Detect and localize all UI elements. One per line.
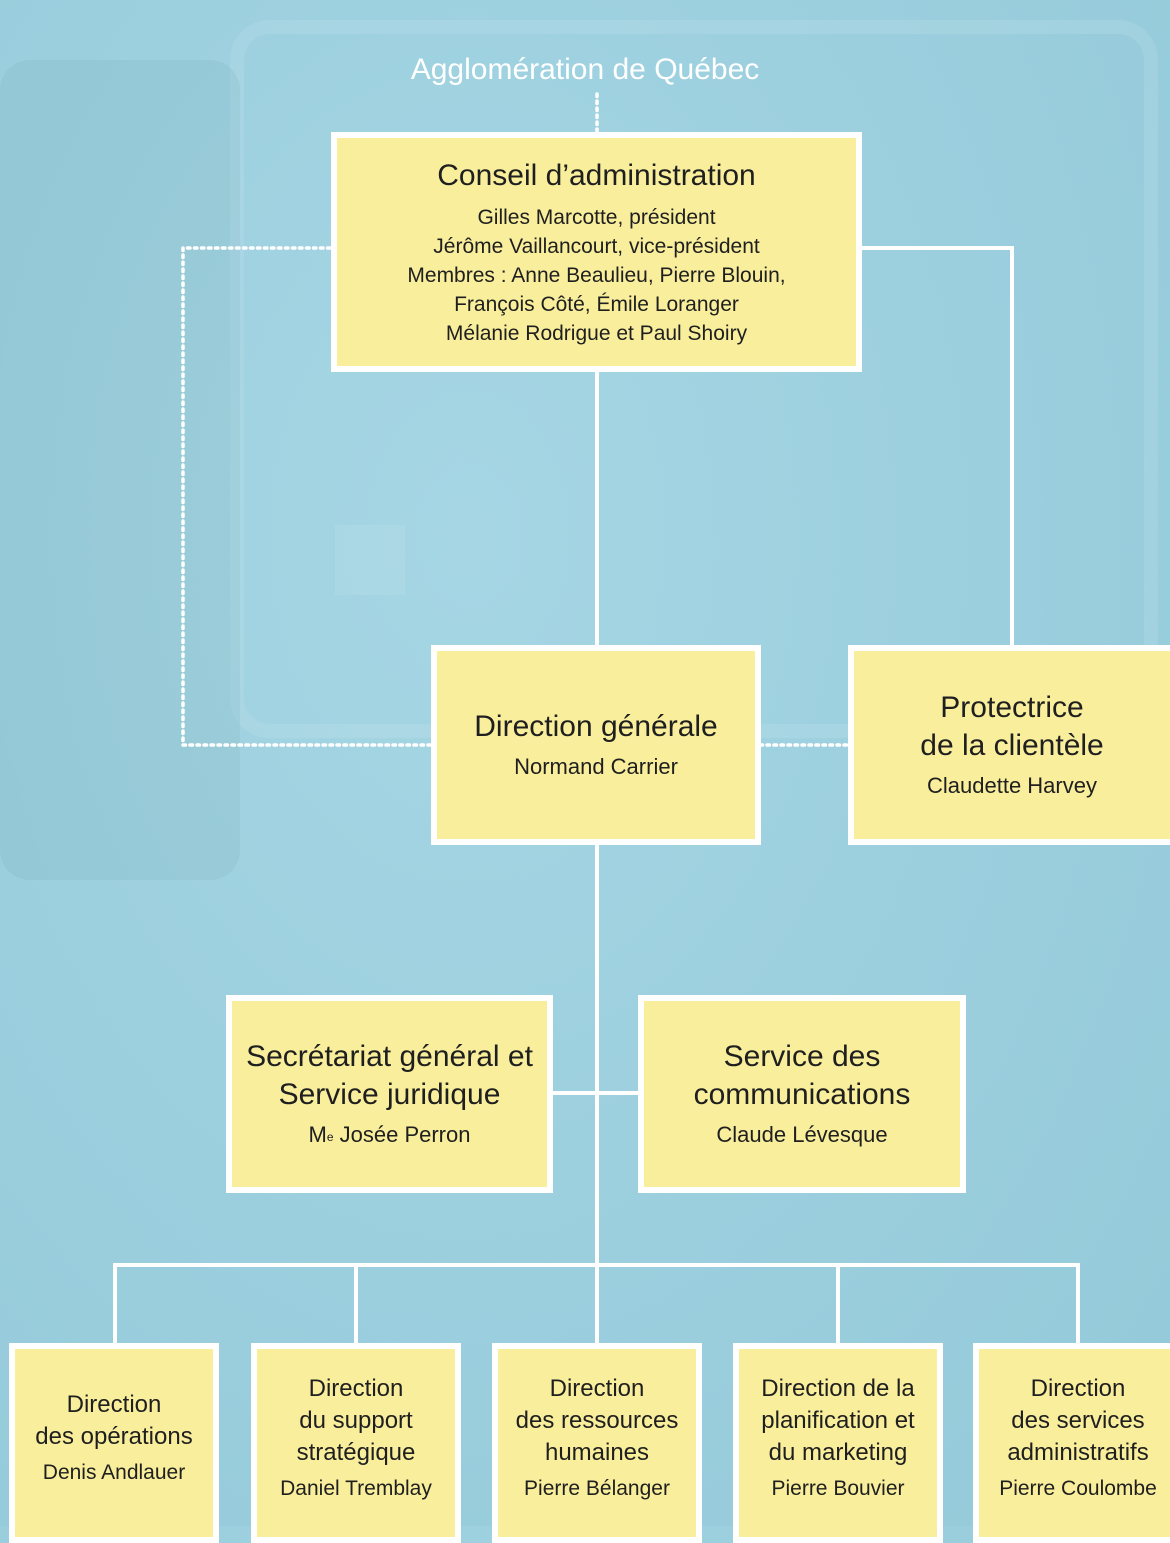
direction-generale-box: Direction générale Normand Carrier bbox=[431, 645, 761, 845]
secretariat-name-rest: Josée Perron bbox=[333, 1122, 471, 1147]
conseil-member-line: Gilles Marcotte, président bbox=[477, 205, 716, 229]
direction-support-strategique-box: Direction du support stratégique Daniel … bbox=[251, 1343, 461, 1543]
conseil-member-line: Membres : Anne Beaulieu, Pierre Blouin, bbox=[407, 263, 786, 287]
direction-title-line: Direction de la bbox=[761, 1375, 915, 1402]
direction-name: Denis Andlauer bbox=[42, 1461, 186, 1484]
communications-title-line1: Service des bbox=[723, 1040, 881, 1073]
direction-title-line: des opérations bbox=[35, 1423, 193, 1450]
protectrice-title-line1: Protectrice bbox=[940, 691, 1084, 724]
direction-title-line: Direction bbox=[66, 1391, 162, 1418]
secretariat-name: Me Josée Perron bbox=[309, 1120, 471, 1150]
protectrice-title-line2: de la clientèle bbox=[920, 729, 1104, 762]
direction-generale-name: Normand Carrier bbox=[514, 754, 678, 779]
direction-title-line: humaines bbox=[544, 1439, 650, 1466]
direction-title-line: Direction bbox=[308, 1375, 404, 1402]
direction-operations-box: Direction des opérations Denis Andlauer bbox=[9, 1343, 219, 1543]
direction-title-line: Direction bbox=[549, 1375, 645, 1402]
agglomeration-label: Agglomération de Québec bbox=[410, 53, 760, 86]
conseil-members: Gilles Marcotte, président Jérôme Vailla… bbox=[407, 203, 785, 348]
conseil-administration-box: Conseil d’administration Gilles Marcotte… bbox=[331, 132, 862, 372]
secretariat-title-line2: Service juridique bbox=[278, 1078, 501, 1111]
direction-planification-marketing-box: Direction de la planification et du mark… bbox=[733, 1343, 943, 1543]
secretariat-title-line1: Secrétariat général et bbox=[246, 1040, 533, 1073]
direction-title-line: des ressources bbox=[515, 1407, 679, 1434]
direction-name: Daniel Tremblay bbox=[280, 1477, 432, 1500]
conseil-title: Conseil d’administration bbox=[437, 158, 756, 192]
direction-title-line: Direction bbox=[1030, 1375, 1126, 1402]
direction-generale-title: Direction générale bbox=[474, 710, 718, 743]
conseil-member-line: François Côté, Émile Loranger bbox=[454, 292, 739, 316]
direction-ressources-humaines-box: Direction des ressources humaines Pierre… bbox=[492, 1343, 702, 1543]
protectrice-box: Protectrice de la clientèle Claudette Ha… bbox=[848, 645, 1170, 845]
direction-title-line: planification et bbox=[761, 1407, 915, 1434]
direction-title-line: du support bbox=[299, 1407, 413, 1434]
communications-name: Claude Lévesque bbox=[716, 1122, 888, 1147]
direction-name: Pierre Bélanger bbox=[524, 1477, 670, 1500]
secretariat-box: Secrétariat général et Service juridique… bbox=[226, 995, 553, 1193]
direction-title-line: des services bbox=[1011, 1407, 1145, 1434]
direction-services-administratifs-box: Direction des services administratifs Pi… bbox=[973, 1343, 1170, 1543]
direction-title-line: administratifs bbox=[1007, 1439, 1149, 1466]
direction-name: Pierre Coulombe bbox=[999, 1477, 1157, 1500]
conseil-member-line: Jérôme Vaillancourt, vice-président bbox=[433, 234, 760, 258]
communications-box: Service des communications Claude Lévesq… bbox=[638, 995, 966, 1193]
direction-name: Pierre Bouvier bbox=[771, 1477, 905, 1500]
communications-title-line2: communications bbox=[693, 1078, 911, 1111]
secretariat-name-sup: e bbox=[326, 1130, 334, 1144]
conseil-member-line: Mélanie Rodrigue et Paul Shoiry bbox=[445, 321, 748, 345]
protectrice-name: Claudette Harvey bbox=[927, 773, 1097, 798]
direction-title-line: du marketing bbox=[768, 1439, 908, 1466]
secretariat-name-prefix: M bbox=[308, 1122, 327, 1147]
direction-title-line: stratégique bbox=[296, 1439, 416, 1466]
